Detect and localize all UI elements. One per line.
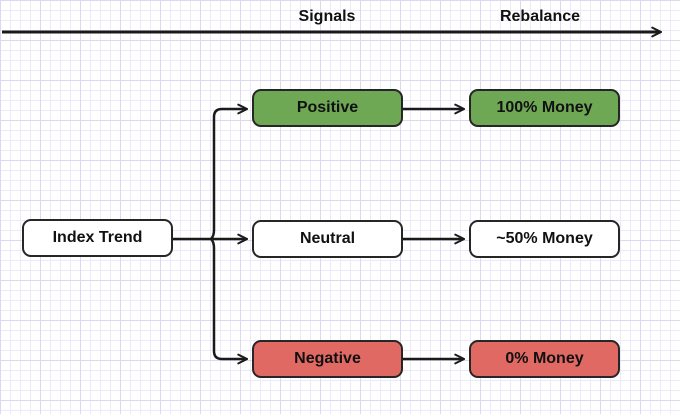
column-label-rebalance: Rebalance [499, 8, 581, 25]
node-index-trend: Index Trend [22, 219, 173, 257]
node-rebalance-100-money: 100% Money [469, 89, 620, 127]
node-rebalance-0-money: 0% Money [469, 340, 620, 378]
node-signal-negative: Negative [252, 340, 403, 378]
node-rebalance-50-money: ~50% Money [469, 220, 620, 258]
connector-index-to-positive [210, 103, 249, 240]
column-label-signals: Signals [298, 8, 356, 25]
node-signal-positive: Positive [252, 89, 403, 127]
node-signal-neutral: Neutral [252, 220, 403, 258]
connector-index-to-negative [210, 238, 249, 365]
